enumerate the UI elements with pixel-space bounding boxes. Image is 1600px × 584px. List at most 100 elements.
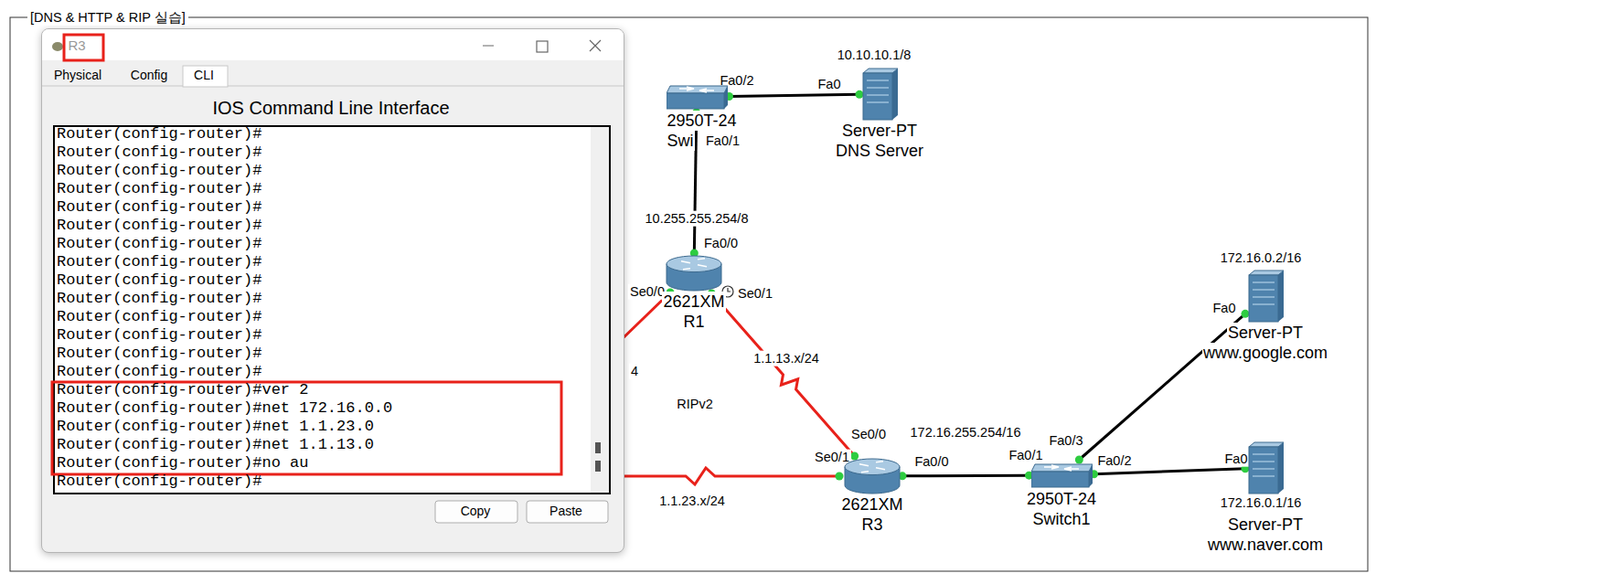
- network-label: 10.255.255.254/8: [643, 211, 751, 227]
- panel-heading: IOS Command Line Interface: [212, 97, 449, 119]
- tab-line: [42, 85, 624, 87]
- cli-line: Router(config-router)#: [56, 308, 262, 327]
- network-label: Fa0/0: [912, 454, 950, 470]
- ethernet-link: [1094, 469, 1246, 475]
- cli-line: Router(config-router)#: [56, 143, 262, 162]
- link-light: [1075, 456, 1084, 465]
- cli-panel: [53, 126, 610, 494]
- minimize-button: [482, 44, 494, 46]
- network-label: 172.16.0.1/16: [1218, 495, 1304, 512]
- link-light: [855, 90, 864, 99]
- server-slot: [1252, 281, 1275, 284]
- link: [1075, 309, 1250, 465]
- server-side: [1278, 270, 1284, 322]
- router-top: [666, 256, 722, 273]
- switch-side: [1088, 464, 1093, 488]
- highlight-box: [64, 34, 104, 61]
- network-label: Se0/1: [736, 286, 775, 302]
- serial-link: [711, 293, 854, 457]
- network-label: RIPv2: [674, 396, 715, 413]
- cli-line: Router(config-router)#: [56, 253, 262, 272]
- router-arrows: [681, 258, 707, 270]
- cli-line: Router(config-router)#: [56, 344, 262, 363]
- link: [725, 90, 864, 101]
- server-top: [1248, 442, 1284, 448]
- cli-line: Router(config-router)#: [56, 362, 262, 382]
- device-label: Server-PT: [1226, 514, 1304, 535]
- ethernet-link: [902, 474, 1030, 479]
- server-side: [892, 68, 898, 120]
- network-label: 172.16.0.2/16: [1218, 250, 1304, 267]
- network-label: Fa0/0: [702, 235, 740, 252]
- network-label: Se0/0: [628, 284, 667, 300]
- server-icon: [1247, 269, 1284, 323]
- network-label: Fa0: [1211, 300, 1238, 317]
- device-label: Server-PT: [1226, 322, 1304, 343]
- link-light: [1240, 309, 1249, 319]
- server-body: [1248, 275, 1279, 322]
- close-button: [589, 40, 601, 52]
- tab-label: CLI: [193, 67, 214, 83]
- server-body: [863, 73, 893, 120]
- server-slot: [1252, 288, 1275, 291]
- outer-frame: [10, 17, 1368, 572]
- cli-line: Router(config-router)#net 1.1.23.0: [56, 417, 374, 437]
- device-label: 2621XM: [840, 494, 904, 515]
- network-label: 1.1.23.x/24: [657, 493, 727, 510]
- network-device: 2621XMR1: [660, 255, 727, 332]
- server-slot: [866, 79, 889, 82]
- server-slot: [1252, 468, 1275, 470]
- network-label: 4: [629, 363, 640, 380]
- selected-tab: [182, 65, 228, 87]
- server-body: [1248, 447, 1279, 494]
- network-label: Se0/1: [812, 449, 852, 466]
- cli-line: Router(config-router)#: [56, 161, 262, 181]
- network-label: Fa0/1: [1006, 448, 1045, 464]
- network-device: Server-PTwww.naver.com: [1205, 441, 1326, 555]
- link: [707, 289, 859, 461]
- scroll-mark: [595, 442, 601, 454]
- switch-body: [666, 93, 725, 109]
- server-slot: [866, 86, 889, 89]
- switch-body: [1031, 471, 1089, 488]
- server-slot: [866, 101, 889, 104]
- device-label: Switch1: [1031, 509, 1091, 530]
- network-label: Fa0/3: [1046, 433, 1085, 449]
- title-bar: [42, 29, 624, 61]
- link-light: [835, 472, 844, 481]
- cli-line: Router(config-router)#: [56, 180, 262, 199]
- server-side: [1278, 442, 1284, 494]
- highlight-box: [52, 382, 562, 475]
- network-device: 2950T-24Swi: [664, 83, 740, 151]
- cli-line: Router(config-router)#ver 2: [56, 381, 309, 400]
- cli-line: Router(config-router)#: [56, 198, 262, 217]
- network-label: Fa0/1: [704, 133, 742, 150]
- switch-arrows: [679, 86, 715, 93]
- tab-label: Config: [130, 67, 168, 83]
- clock-hands: [727, 288, 731, 292]
- network-device: 2621XMR3: [838, 458, 906, 535]
- cli-line: Router(config-router)#net 172.16.0.0: [56, 399, 393, 418]
- server-top: [863, 68, 898, 74]
- server-icon: [861, 67, 898, 121]
- server-slot: [1252, 453, 1275, 456]
- server-top: [1248, 270, 1284, 276]
- network-device: Server-PTwww.google.com: [1200, 269, 1331, 363]
- scrollbar: [590, 127, 609, 493]
- switch-arrows: [1044, 465, 1079, 471]
- ethernet-link: [693, 112, 696, 254]
- app-icon: [52, 42, 64, 52]
- server-slot: [1252, 303, 1275, 306]
- device-label: 2621XM: [661, 291, 726, 312]
- server-slot: [1252, 475, 1275, 478]
- cli-line: Router(config-router)#: [56, 271, 262, 290]
- network-device: Server-PTDNS Server: [832, 67, 927, 161]
- window-title: R3: [67, 37, 86, 54]
- cli-line: Router(config-router)#: [56, 216, 262, 235]
- copy-button: [435, 501, 518, 523]
- device-label: R3: [860, 514, 884, 535]
- scroll-mark: [595, 460, 601, 472]
- server-slot: [1252, 296, 1275, 299]
- ethernet-link: [1078, 313, 1246, 460]
- cli-line: Router(config-router)#: [56, 326, 262, 345]
